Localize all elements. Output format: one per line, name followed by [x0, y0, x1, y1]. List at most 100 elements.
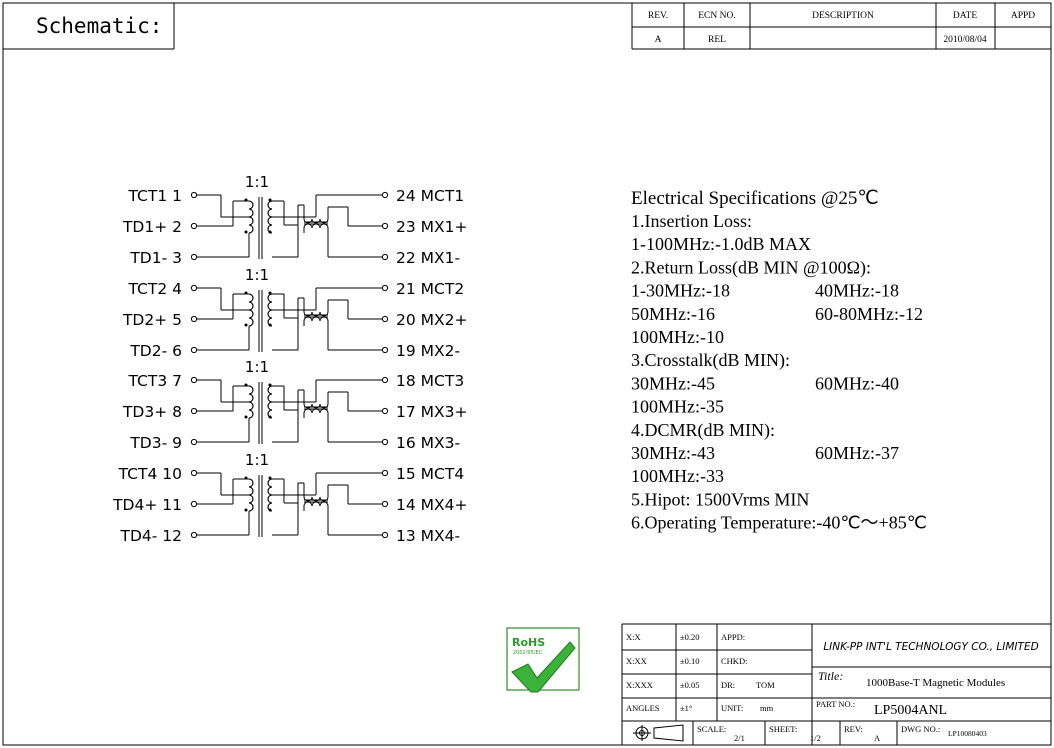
rev-value: A — [655, 35, 662, 45]
revision-table-text: REV. ECN NO. DESCRIPTION DATE APPD A REL… — [648, 11, 1035, 45]
right-terminal — [381, 376, 389, 384]
date-value: 2010/08/04 — [943, 35, 987, 45]
spec-line: 4.DCMR(dB MIN): — [631, 420, 775, 441]
right-terminal — [381, 500, 389, 508]
left-terminal — [190, 191, 198, 199]
sheet-label: SHEET: — [769, 724, 797, 734]
spec-line: 30MHz:-43 — [631, 443, 715, 463]
spec-line-second-column: 60-80MHz:-12 — [815, 304, 923, 324]
dwg-no-label: DWG NO.: — [901, 724, 940, 734]
left-pin-label: TD2- 6 — [129, 342, 182, 360]
ecn-value: REL — [708, 35, 726, 45]
polarity-dot — [244, 508, 248, 512]
left-terminal — [190, 531, 198, 539]
polarity-dot — [244, 476, 248, 480]
choke-coil-upper — [303, 496, 329, 502]
right-terminal — [381, 222, 389, 230]
polarity-dot — [244, 230, 248, 234]
primary-coil-lower — [248, 293, 254, 327]
left-terminal — [190, 346, 198, 354]
rev-label: REV: — [844, 724, 863, 734]
right-terminal — [381, 315, 389, 323]
left-pin-label: TCT4 10 — [118, 465, 182, 483]
left-terminal — [190, 284, 198, 292]
rohs-subtitle: 2002/95/EC — [513, 650, 543, 656]
date-header: DATE — [953, 11, 977, 21]
drawn-value: TOM — [756, 680, 775, 690]
left-terminal — [190, 438, 198, 446]
right-pin-label: 16 MX3- — [396, 434, 460, 452]
primary-coil-lower — [248, 200, 254, 234]
appd-label: APPD: — [721, 632, 745, 642]
polarity-dot — [244, 415, 248, 419]
spec-line: 1-100MHz:-1.0dB MAX — [631, 234, 811, 254]
right-pin-label: 13 MX4- — [396, 527, 460, 545]
left-pin-label: TD3+ 8 — [122, 403, 182, 421]
left-pin-label: TD1+ 2 — [122, 218, 182, 236]
scale-value: 2/1 — [734, 733, 745, 743]
spec-line: 30MHz:-45 — [631, 373, 715, 393]
right-pin-label: 15 MCT4 — [396, 465, 464, 483]
tol-value-1: ±0.20 — [680, 632, 700, 642]
rev-header: REV. — [648, 11, 668, 21]
left-terminal — [190, 253, 198, 261]
tol-value-4: ±1° — [680, 703, 692, 713]
left-terminal — [190, 469, 198, 477]
rev-value-block: A — [874, 733, 881, 743]
drawn-label: DR: — [721, 680, 735, 690]
left-terminal — [190, 376, 198, 384]
dwg-no-value: LP10080403 — [948, 729, 987, 738]
tol-label-1: X:X — [626, 632, 641, 642]
secondary-coil-lower — [267, 385, 273, 419]
left-pin-label: TCT3 7 — [127, 372, 182, 390]
spec-line: 3.Crosstalk(dB MIN): — [631, 350, 790, 371]
title-block — [621, 623, 1051, 745]
secondary-coil-lower — [267, 293, 273, 327]
tol-label-2: X:XX — [626, 656, 647, 666]
ecn-header: ECN NO. — [698, 11, 735, 21]
left-pin-label: TD2+ 5 — [122, 311, 182, 329]
part-no-label: PART NO.: — [816, 699, 855, 709]
choke-coil-lower — [303, 316, 329, 322]
spec-line-second-column: 60MHz:-37 — [815, 443, 899, 463]
left-pin-label: TD3- 9 — [129, 434, 182, 452]
right-terminal — [381, 284, 389, 292]
spec-line-second-column: 60MHz:-40 — [815, 373, 899, 393]
right-pin-label: 18 MCT3 — [396, 372, 464, 390]
secondary-coil-lower — [267, 200, 273, 234]
choke-coil-lower — [303, 408, 329, 414]
spec-line: 2.Return Loss(dB MIN @100Ω): — [631, 257, 871, 278]
rohs-title: RoHS — [512, 636, 545, 649]
choke-coil-lower — [303, 501, 329, 507]
scale-label: SCALE: — [697, 724, 726, 734]
spec-line: 6.Operating Temperature:-40℃～+85℃ — [631, 513, 927, 533]
secondary-coil-lower — [267, 478, 273, 512]
left-pin-label: TCT1 1 — [127, 187, 182, 205]
polarity-dot — [244, 323, 248, 327]
ratio-label: 1:1 — [245, 451, 269, 469]
left-pin-label: TD1- 3 — [129, 249, 182, 267]
ratio-label: 1:1 — [245, 173, 269, 191]
right-terminal — [381, 438, 389, 446]
polarity-dot — [244, 383, 248, 387]
left-pin-label: TD4- 12 — [119, 527, 182, 545]
chkd-label: CHKD: — [721, 656, 747, 666]
spec-line: 50MHz:-16 — [631, 304, 715, 324]
sheet-value: 1/2 — [810, 733, 821, 743]
left-terminal — [190, 315, 198, 323]
left-terminal — [190, 407, 198, 415]
polarity-dot — [244, 291, 248, 295]
left-terminal — [190, 222, 198, 230]
polarity-dot — [244, 198, 248, 202]
right-pin-label: 22 MX1- — [396, 249, 460, 267]
tol-label-4: ANGLES — [626, 703, 660, 713]
tol-label-3: X:XXX — [626, 680, 653, 690]
part-no-value: LP5004ANL — [874, 703, 947, 718]
ratio-label: 1:1 — [245, 266, 269, 284]
left-pin-label: TD4+ 11 — [112, 496, 182, 514]
